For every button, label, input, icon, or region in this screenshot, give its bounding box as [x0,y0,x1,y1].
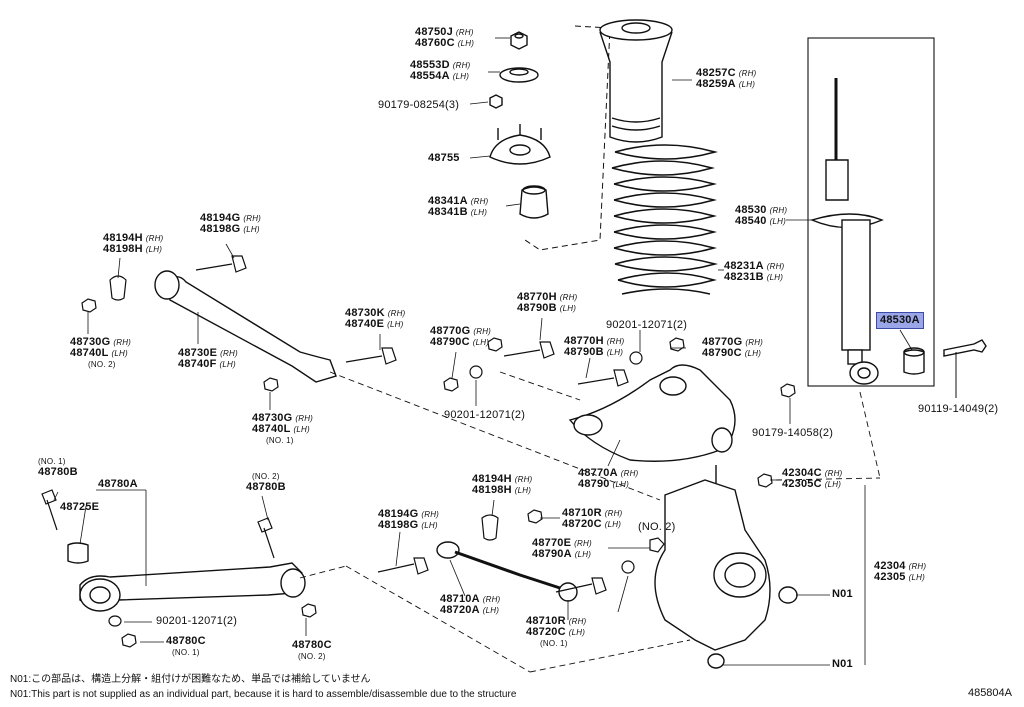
label-48750: 48750J(RH)48760C(LH) [415,26,475,49]
label-48194h-bottom: 48194H(RH)48198H(LH) [472,473,533,496]
label-48770a: 48770A(RH)48790(LH) [578,467,639,490]
label-48725e: 48725E [60,501,100,513]
lower-arm [79,562,306,612]
label-48770e-no2: (NO. 2) [638,521,676,533]
bushing-48530a [903,347,925,375]
knuckle-bushing-a [778,586,798,604]
label-42304: 42304(RH)42305(LH) [874,560,927,583]
lateral-arm-upper [154,270,337,383]
bump-stopper [519,185,549,219]
label-90179-08254: 90179-08254(3) [378,99,460,111]
label-48730g-no2: 48730G(RH)48740L(LH)(NO. 2) [70,336,132,370]
note-english: N01:This part is not supplied as an indi… [10,689,517,700]
mount-washer [499,67,539,83]
label-42304c: 42304C(RH)42305C(LH) [782,467,843,490]
label-48730k: 48730K(RH)48740E(LH) [345,307,406,330]
lower-bolt [943,339,987,398]
label-48770h-b: 48770H(RH)48790B(LH) [564,335,625,358]
steering-knuckle [654,479,771,651]
label-48710r-a: 48710R(RH)48720C(LH) [562,507,623,530]
label-48755: 48755 [428,152,460,164]
label-48780c-no1: 48780C(NO. 1) [166,635,206,658]
label-n01-b: N01 [832,658,853,670]
upper-support [489,124,551,165]
label-48194g-bottom: 48194G(RH)48198G(LH) [378,508,440,531]
label-48770e: 48770E(RH)48790A(LH) [532,537,592,560]
label-48257: 48257C(RH)48259A(LH) [696,67,757,90]
label-n01-a: N01 [832,588,853,600]
label-48780a: 48780A [98,478,138,490]
label-48710r-b: 48710R(RH)48720C(LH)(NO. 1) [526,615,587,649]
upper-arm [568,364,736,485]
label-90119-14049: 90119-14049(2) [918,403,999,415]
label-90201-a: 90201-12071(2) [606,319,688,331]
shock-boot [599,19,673,143]
mount-nut [510,31,528,50]
label-48780c-no2: 48780C(NO. 2) [292,639,332,662]
label-90201-c: 90201-12071(2) [156,615,238,627]
label-48194h-top: 48194H(RH)48198H(LH) [103,232,164,255]
diagram-reference-number: 485804A [967,687,1012,699]
lower-bushing [67,542,89,564]
mount-nut-small [489,94,503,109]
label-48710a: 48710A(RH)48720A(LH) [440,593,501,616]
label-90179-14058: 90179-14058(2) [752,427,834,439]
dashed-guides [299,371,881,673]
small-nuts [81,275,796,648]
label-48730g-no1: 48730G(RH)48740L(LH)(NO. 1) [252,412,314,446]
note-japanese: N01:この部品は、構造上分解・組付けが困難なため、単品では補給していません [10,674,371,685]
label-48780b-no2: (NO. 2)48780B [246,472,286,493]
label-48530: 48530(RH)48540(LH) [735,204,788,227]
label-48530a-highlighted[interactable]: 48530A [876,312,924,329]
label-48770g-a: 48770G(RH)48790C(LH) [430,325,492,348]
label-48770g-b: 48770G(RH)48790C(LH) [702,336,764,359]
label-48770h-a: 48770H(RH)48790B(LH) [517,291,578,314]
label-48194g-top: 48194G(RH)48198G(LH) [200,212,262,235]
coil-spring [611,144,718,295]
label-48553: 48553D(RH)48554A(LH) [410,59,471,82]
label-48780b-no1: (NO. 1)48780B [38,457,78,478]
knuckle-bushing-b [707,653,725,669]
toe-control-rod [436,541,578,602]
label-48730e: 48730E(RH)48740F(LH) [178,347,238,370]
bolts [41,255,629,595]
label-48231: 48231A(RH)48231B(LH) [724,260,785,283]
shock-absorber [809,78,884,385]
label-90201-b: 90201-12071(2) [444,409,526,421]
label-48341: 48341A(RH)48341B(LH) [428,195,489,218]
